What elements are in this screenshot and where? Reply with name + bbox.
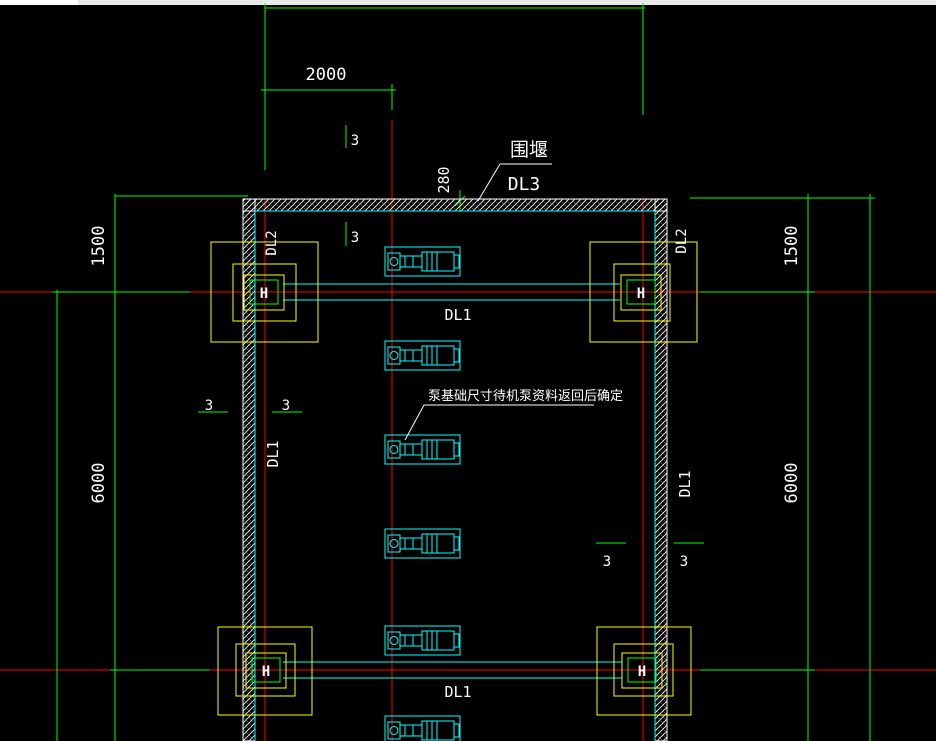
column-footing-tr: [589, 241, 698, 343]
pump-icon: [384, 528, 461, 559]
dimension-left-top: 1500: [89, 226, 109, 267]
pump-icon: [384, 246, 461, 277]
dimension-top-width: 2000: [306, 65, 347, 85]
beams: [283, 283, 622, 679]
pump-note-label: 泵基础尺寸待机泵资料返回后确定: [428, 389, 623, 404]
wall-name-label: 围堰: [510, 139, 548, 161]
column-footing-br: [596, 626, 692, 716]
column-icon: H: [637, 286, 645, 302]
dimension-wall-thickness: 280: [435, 166, 453, 193]
beam-label-bottom: DL1: [444, 683, 471, 701]
dimension-lines: [52, 3, 875, 741]
section-mark: 3: [205, 398, 213, 414]
dimension-left-span: 6000: [89, 463, 109, 504]
beam-label-corner-right: DL2: [674, 228, 690, 253]
pump-icon: [384, 625, 461, 656]
pump-icon: [384, 434, 461, 465]
beam-label-left: DL1: [264, 440, 282, 467]
wall-beam-label: DL3: [508, 174, 541, 195]
dimension-right-top: 1500: [782, 226, 802, 267]
dimension-right-span: 6000: [782, 463, 802, 504]
section-mark: 3: [603, 554, 611, 570]
section-mark: 3: [351, 230, 359, 246]
axis-lines: [0, 120, 936, 741]
beam-label-right: DL1: [676, 470, 694, 497]
perimeter-wall: [242, 198, 668, 741]
top-tab[interactable]: [0, 0, 78, 5]
column-footing-tl: [210, 241, 319, 343]
pump-icon: [384, 340, 461, 371]
pump-icon: [384, 715, 461, 741]
section-mark: 3: [680, 554, 688, 570]
top-toolbar-strip: [0, 0, 936, 5]
column-icon: H: [262, 664, 270, 680]
column-icon: H: [638, 664, 646, 680]
beam-label-corner-left: DL2: [264, 230, 280, 255]
section-mark: 3: [282, 398, 290, 414]
beam-label-top: DL1: [444, 306, 471, 324]
section-mark: 3: [351, 133, 359, 149]
column-icon: H: [260, 286, 268, 302]
column-footing-bl: [217, 626, 313, 716]
